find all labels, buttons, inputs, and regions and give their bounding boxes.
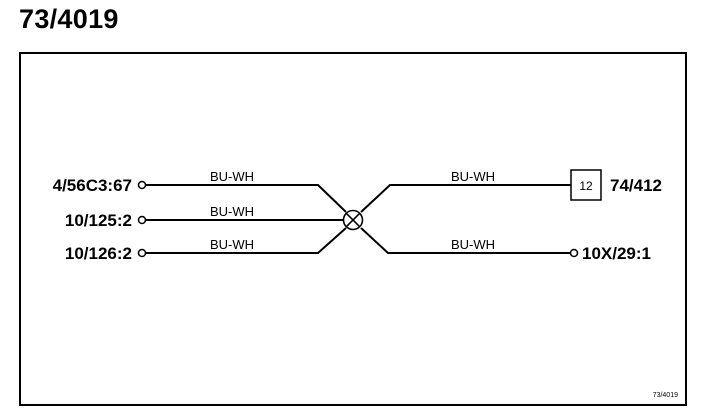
small-open-circle-terminal-icon	[137, 215, 147, 225]
wire-color-left-3: BU-WH	[210, 237, 254, 252]
wire-left-3	[146, 227, 347, 254]
connector-pin-number: 12	[579, 179, 593, 193]
square-connector-pin-icon	[570, 169, 602, 201]
small-open-circle-terminal-icon	[137, 180, 147, 190]
terminal-label-right-2: 10X/29:1	[582, 244, 651, 263]
terminal-label-left-2: 10/125:2	[65, 211, 132, 230]
small-open-circle-terminal-icon	[569, 248, 579, 258]
wire-color-right-1: BU-WH	[451, 169, 495, 184]
terminal-label-right-1: 74/412	[610, 176, 662, 195]
terminal-label-left-3: 10/126:2	[65, 244, 132, 263]
wire-right-2	[360, 227, 571, 254]
wire-color-left-2: BU-WH	[210, 204, 254, 219]
wire-color-right-2: BU-WH	[451, 237, 495, 252]
diagram-frame	[19, 52, 687, 406]
footer-reference: 73/4019	[653, 392, 678, 399]
wire-left-1	[146, 184, 347, 213]
crossed-circle-splice-icon	[342, 209, 364, 231]
wire-right-1	[360, 184, 571, 213]
wire-color-left-1: BU-WH	[210, 169, 254, 184]
terminal-label-left-1: 4/56C3:67	[53, 176, 132, 195]
page-title: 73/4019	[19, 4, 119, 34]
small-open-circle-terminal-icon	[137, 248, 147, 258]
